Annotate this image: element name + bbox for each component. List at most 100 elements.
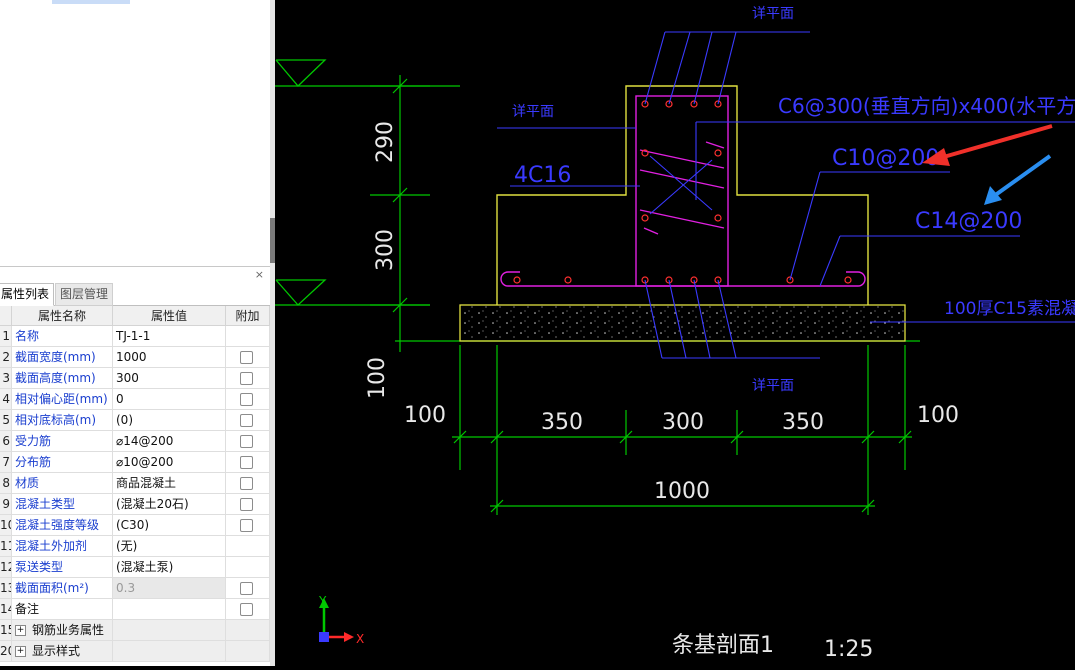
extra-cell: [226, 641, 270, 662]
red-annotation-arrow: [922, 124, 1053, 166]
property-value[interactable]: 商品混凝土: [113, 473, 226, 494]
section-drawing: 290 300 100: [270, 6, 1075, 662]
property-name: 名称: [12, 326, 113, 347]
splitter-grip[interactable]: [270, 218, 275, 263]
label-detail-bottom: 详平面: [752, 378, 794, 394]
dim-100-left: 100: [404, 403, 446, 428]
property-name: 分布筋: [12, 452, 113, 473]
selected-item-highlight[interactable]: [52, 0, 130, 4]
extra-checkbox[interactable]: [240, 582, 253, 595]
property-row[interactable]: 12泵送类型(混凝土泵): [0, 557, 270, 578]
label-detail-top: 详平面: [752, 6, 794, 22]
horizontal-dimensions: [452, 345, 912, 515]
property-value[interactable]: 300: [113, 368, 226, 389]
property-value[interactable]: 1000: [113, 347, 226, 368]
property-row[interactable]: 14备注: [0, 599, 270, 620]
property-name: 受力筋: [12, 431, 113, 452]
component-list-area[interactable]: [0, 0, 270, 265]
pane-splitter[interactable]: [270, 0, 275, 666]
extra-cell: [226, 536, 270, 557]
dim-350-right: 350: [782, 410, 824, 435]
extra-checkbox[interactable]: [240, 351, 253, 364]
property-row[interactable]: 13截面面积(m²)0.3: [0, 578, 270, 599]
property-value[interactable]: (无): [113, 536, 226, 557]
label-main-bar: C14@200: [915, 209, 1022, 234]
property-name: + 显示样式: [12, 641, 113, 662]
header-value: 属性值: [113, 306, 226, 326]
property-value[interactable]: (混凝土泵): [113, 557, 226, 578]
property-value[interactable]: (混凝土20石): [113, 494, 226, 515]
row-index: 11: [0, 536, 12, 557]
dim-300-width: 300: [662, 410, 704, 435]
row-index: 14: [0, 599, 12, 620]
extra-checkbox[interactable]: [240, 435, 253, 448]
rebar-dots: [513, 100, 852, 284]
property-value[interactable]: (C30): [113, 515, 226, 536]
extra-cell: [226, 515, 270, 536]
property-value[interactable]: [113, 641, 226, 662]
extra-cell: [226, 494, 270, 515]
extra-checkbox[interactable]: [240, 498, 253, 511]
label-column-bar: 4C16: [514, 163, 571, 188]
extra-checkbox[interactable]: [240, 393, 253, 406]
property-row[interactable]: 15+ 钢筋业务属性: [0, 620, 270, 641]
extra-cell: [226, 431, 270, 452]
property-row[interactable]: 11混凝土外加剂(无): [0, 536, 270, 557]
property-row[interactable]: 20+显示样式: [0, 641, 270, 662]
row-index: 15: [0, 620, 12, 641]
extra-cell: [226, 347, 270, 368]
property-value[interactable]: [113, 620, 226, 641]
expand-icon[interactable]: +: [15, 625, 26, 636]
property-value[interactable]: ⌀10@200: [113, 452, 226, 473]
extra-checkbox[interactable]: [240, 477, 253, 490]
row-index: 10: [0, 515, 12, 536]
dim-290: 290: [373, 121, 398, 163]
extra-cell: [226, 389, 270, 410]
elevation-marker-top: [270, 59, 460, 87]
property-value[interactable]: 0: [113, 389, 226, 410]
property-value[interactable]: [113, 599, 226, 620]
extra-checkbox[interactable]: [240, 372, 253, 385]
row-index: 3: [0, 368, 12, 389]
dim-100-height: 100: [365, 357, 390, 399]
property-value[interactable]: ⌀14@200: [113, 431, 226, 452]
label-stirrup: C6@300(垂直方向)x400(水平方向): [778, 94, 1075, 118]
extra-cell: [226, 452, 270, 473]
extra-cell: [226, 599, 270, 620]
property-name: 混凝土外加剂: [12, 536, 113, 557]
cad-canvas[interactable]: 290 300 100: [270, 0, 1075, 666]
close-icon[interactable]: ×: [254, 268, 264, 281]
dim-100-right: 100: [917, 403, 959, 428]
property-value[interactable]: (0): [113, 410, 226, 431]
property-name-text: 钢筋业务属性: [32, 623, 105, 637]
tab-layers[interactable]: 图层管理: [55, 283, 114, 306]
extra-checkbox[interactable]: [240, 603, 253, 616]
extra-checkbox[interactable]: [240, 414, 253, 427]
dim-300-height: 300: [373, 229, 398, 271]
row-index: 9: [0, 494, 12, 515]
extra-cell: [226, 578, 270, 599]
extra-cell: [226, 473, 270, 494]
extra-checkbox[interactable]: [240, 456, 253, 469]
extra-cell: [226, 620, 270, 641]
extra-checkbox[interactable]: [240, 519, 253, 532]
ucs-axis-icon: [319, 598, 354, 642]
property-row[interactable]: 10混凝土强度等级(C30): [0, 515, 270, 536]
expand-icon[interactable]: +: [15, 646, 26, 657]
property-value[interactable]: TJ-1-1: [113, 326, 226, 347]
concrete-cushion: [459, 304, 906, 342]
header-index: [0, 306, 12, 326]
row-index: 2: [0, 347, 12, 368]
property-name-text: 显示样式: [32, 644, 81, 658]
tab-properties[interactable]: 属性列表: [0, 283, 55, 306]
